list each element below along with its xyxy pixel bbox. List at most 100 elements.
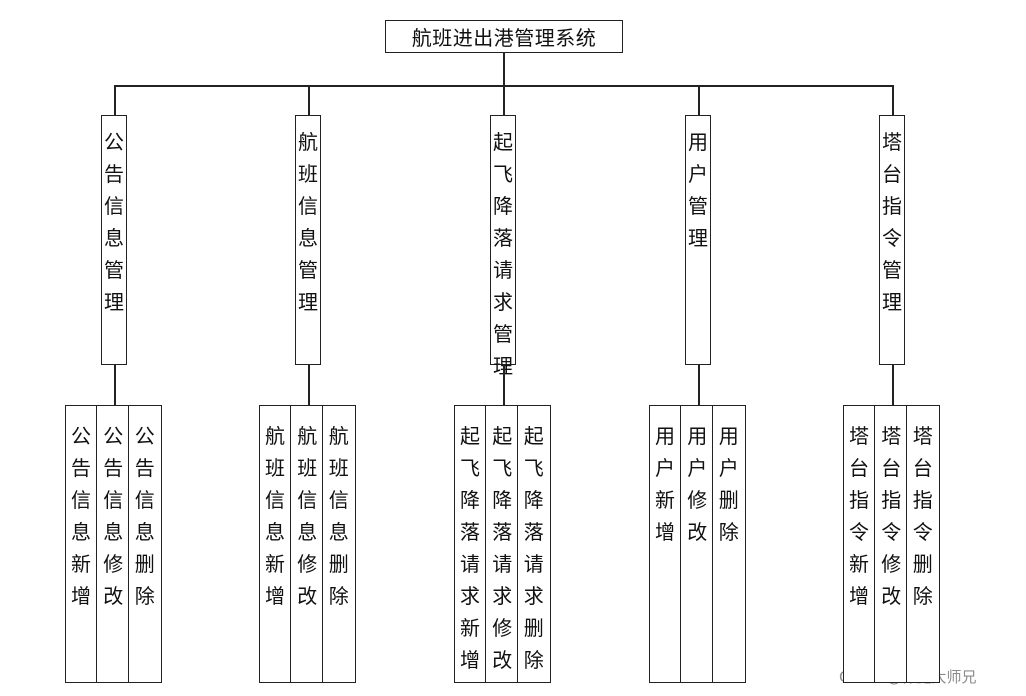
module-label-char: 管 <box>298 258 318 282</box>
leaf-label-char: 班 <box>328 456 349 480</box>
leaf-label-char: 请 <box>523 552 544 576</box>
leaf-label-char: 公 <box>71 424 91 448</box>
root-connector <box>503 53 505 85</box>
leaf-label-char: 增 <box>655 520 675 544</box>
leaf-label-char: 公 <box>103 424 124 448</box>
leaf-label-char: 台 <box>912 456 933 480</box>
leaf-label-char: 飞 <box>460 456 480 480</box>
leaf-label-char: 用 <box>718 424 739 448</box>
module-label: 航班信息管理 <box>298 126 318 318</box>
module-label-char: 求 <box>493 290 513 314</box>
module-label-char: 告 <box>104 162 124 186</box>
module-label-char: 管 <box>688 194 708 218</box>
module-label-char: 信 <box>298 194 318 218</box>
leaf-label: 起飞降落请求修改 <box>492 420 512 676</box>
leaf-label-char: 请 <box>460 552 480 576</box>
leaf-label-char: 请 <box>492 552 513 576</box>
leaf-label-char: 起 <box>523 424 544 448</box>
leaf-label-char: 息 <box>134 520 155 544</box>
module-connector <box>698 85 700 115</box>
leaf-label-char: 降 <box>492 488 513 512</box>
leaf-label-char: 息 <box>297 520 318 544</box>
module-label-char: 理 <box>688 226 708 250</box>
leaf-label-char: 航 <box>328 424 349 448</box>
leaf-label-char: 增 <box>849 584 869 608</box>
leaf-label-char: 修 <box>687 488 708 512</box>
leaf-label: 航班信息删除 <box>329 420 349 612</box>
module-node: 塔台指令管理 <box>879 115 905 365</box>
leaf-label-char: 用 <box>687 424 708 448</box>
leaf-label-char: 除 <box>134 584 155 608</box>
leaf-label-char: 信 <box>134 488 155 512</box>
leaf-label-char: 改 <box>687 520 708 544</box>
leaf-label: 公告信息删除 <box>135 420 155 612</box>
leaf-label-char: 令 <box>912 520 933 544</box>
leaf-label-char: 删 <box>328 552 349 576</box>
leaf-label-char: 修 <box>881 552 902 576</box>
module-label-char: 落 <box>493 226 513 250</box>
leaf-label-char: 班 <box>297 456 318 480</box>
leaf-label: 公告信息修改 <box>103 420 123 612</box>
module-label-char: 起 <box>493 130 513 154</box>
leaf-label-char: 新 <box>849 552 869 576</box>
leaf-node: 起飞降落请求新增 <box>453 405 487 683</box>
leaf-node: 塔台指令新增 <box>842 405 876 683</box>
module-node: 用户管理 <box>685 115 711 365</box>
leaf-node: 航班信息新增 <box>258 405 292 683</box>
leaf-label: 起飞降落请求删除 <box>524 420 544 676</box>
module-label-char: 管 <box>493 322 513 346</box>
leaf-label-char: 指 <box>881 488 902 512</box>
module-label-char: 户 <box>688 162 708 186</box>
leaf-label-char: 信 <box>265 488 285 512</box>
leaf-label-char: 户 <box>687 456 708 480</box>
leaf-node: 塔台指令删除 <box>905 405 940 683</box>
leaf-label-char: 新 <box>655 488 675 512</box>
module-label-char: 理 <box>104 290 124 314</box>
leaf-label-char: 删 <box>134 552 155 576</box>
leaf-label-char: 指 <box>912 488 933 512</box>
leaf-label: 用户删除 <box>719 420 739 548</box>
leaf-label: 航班信息修改 <box>297 420 317 612</box>
leaf-label-char: 落 <box>460 520 480 544</box>
leaf-label-char: 飞 <box>492 456 513 480</box>
leaf-group-connector <box>503 365 505 405</box>
leaf-label-char: 增 <box>460 648 480 672</box>
leaf-node: 塔台指令修改 <box>874 405 909 683</box>
leaf-group-connector <box>114 365 116 405</box>
module-label-char: 息 <box>298 226 318 250</box>
leaf-label: 公告信息新增 <box>71 420 91 612</box>
leaf-label-char: 令 <box>849 520 869 544</box>
module-connector <box>503 85 505 115</box>
leaf-label-char: 改 <box>103 584 124 608</box>
root-node-label: 航班进出港管理系统 <box>411 26 597 50</box>
leaf-label-char: 增 <box>71 584 91 608</box>
leaf-label-char: 班 <box>265 456 285 480</box>
leaf-label-char: 飞 <box>523 456 544 480</box>
module-label: 起飞降落请求管理 <box>493 126 513 382</box>
leaf-label: 塔台指令修改 <box>881 420 901 612</box>
leaf-node: 用户修改 <box>680 405 715 683</box>
leaf-group-connector <box>308 365 310 405</box>
leaf-label-char: 令 <box>881 520 902 544</box>
module-label: 塔台指令管理 <box>882 126 902 318</box>
leaf-node: 起飞降落请求删除 <box>516 405 551 683</box>
leaf-label-char: 除 <box>328 584 349 608</box>
leaf-label-char: 航 <box>265 424 285 448</box>
leaf-label-char: 删 <box>523 616 544 640</box>
module-label-char: 台 <box>882 162 902 186</box>
leaf-node: 公告信息新增 <box>64 405 98 683</box>
leaf-label-char: 起 <box>460 424 480 448</box>
leaf-label: 塔台指令新增 <box>849 420 869 612</box>
module-connector <box>114 85 116 115</box>
module-label-char: 理 <box>298 290 318 314</box>
leaf-node: 用户新增 <box>648 405 682 683</box>
leaf-group-connector <box>698 365 700 405</box>
leaf-label-char: 改 <box>492 648 513 672</box>
leaf-label-char: 息 <box>103 520 124 544</box>
leaf-label-char: 除 <box>718 520 739 544</box>
leaf-label-char: 指 <box>849 488 869 512</box>
leaf-label-char: 告 <box>103 456 124 480</box>
module-label-char: 管 <box>882 258 902 282</box>
leaf-label-char: 起 <box>492 424 513 448</box>
